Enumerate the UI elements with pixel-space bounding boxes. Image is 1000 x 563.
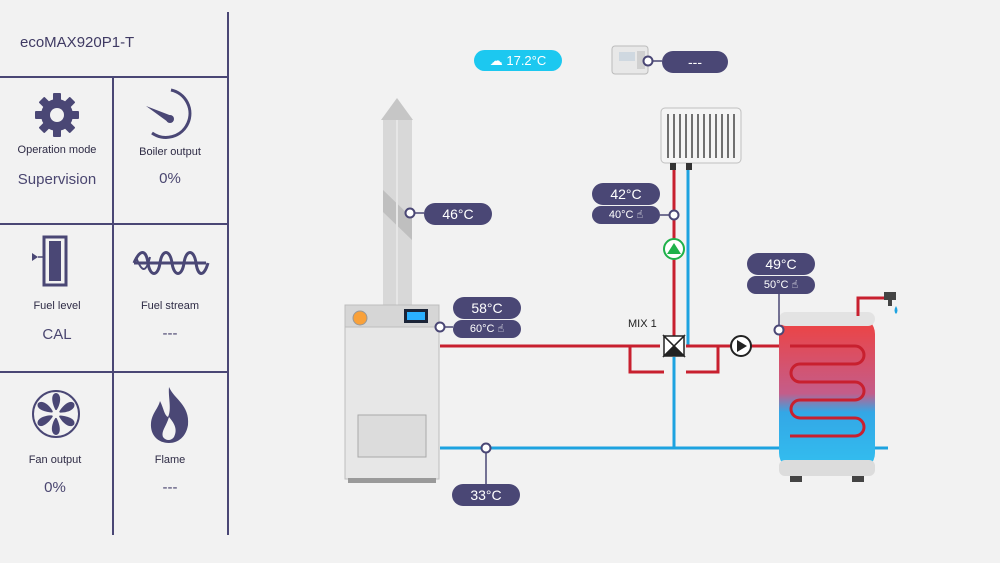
tile-operation-mode[interactable]: Operation mode Supervision bbox=[0, 78, 112, 223]
mixer-label: MIX 1 bbox=[628, 318, 657, 330]
app-title: ecoMAX920P1-T bbox=[20, 34, 135, 51]
mixer-temp: 42°C bbox=[592, 183, 660, 205]
tile-flame[interactable]: Flame --- bbox=[114, 373, 227, 535]
dhw-pump-icon bbox=[730, 335, 752, 357]
mixer-setpoint-pill[interactable]: 40°C ☝ bbox=[592, 206, 660, 224]
boiler-temp: 58°C bbox=[453, 297, 521, 319]
flame-label: Flame bbox=[154, 454, 186, 466]
operation-mode-value: Supervision bbox=[17, 171, 97, 188]
hot-water-tank bbox=[779, 292, 898, 482]
gear-icon bbox=[35, 93, 79, 137]
flame-value: --- bbox=[162, 479, 178, 496]
feeder-screw-icon bbox=[132, 251, 210, 275]
room-thermostat-value: --- bbox=[662, 51, 728, 73]
heating-pump-icon bbox=[663, 238, 685, 260]
boiler-setpoint-pill[interactable]: 60°C ☝ bbox=[453, 320, 521, 338]
tile-fan-output[interactable]: Fan output 0% bbox=[0, 373, 112, 535]
tile-boiler-output[interactable]: Boiler output 0% bbox=[114, 78, 227, 223]
fuel-stream-value: --- bbox=[162, 325, 178, 342]
outdoor-temp-badge: ☁ 17.2°C bbox=[474, 50, 562, 71]
tile-fuel-stream[interactable]: Fuel stream --- bbox=[114, 225, 227, 371]
fan-icon bbox=[32, 390, 80, 438]
gauge-icon bbox=[146, 88, 192, 139]
hand-icon: ☝ bbox=[497, 323, 505, 335]
boiler-setpoint: 60°C bbox=[469, 323, 495, 335]
dhw-temp: 49°C bbox=[747, 253, 815, 275]
hand-icon: ☝ bbox=[791, 279, 799, 291]
radiator bbox=[660, 107, 742, 170]
dhw-setpoint-pill[interactable]: 50°C ☝ bbox=[747, 276, 815, 294]
fuel-level-value: CAL bbox=[42, 326, 72, 343]
fuel-level-label: Fuel level bbox=[33, 300, 81, 312]
operation-mode-label: Operation mode bbox=[17, 144, 97, 156]
fan-output-label: Fan output bbox=[28, 454, 82, 466]
hand-icon: ☝ bbox=[636, 209, 644, 221]
fuel-stream-label: Fuel stream bbox=[140, 300, 200, 312]
boiler-output-value: 0% bbox=[159, 170, 181, 187]
dhw-setpoint: 50°C bbox=[763, 279, 789, 291]
fuel-tank-icon bbox=[32, 235, 68, 287]
cloud-icon: ☁ bbox=[489, 53, 503, 68]
chimney bbox=[381, 98, 413, 305]
flue-temp: 46°C bbox=[424, 203, 492, 225]
boiler bbox=[344, 304, 440, 483]
flame-icon bbox=[150, 387, 189, 443]
return-temp: 33°C bbox=[452, 484, 520, 506]
room-thermostat-icon bbox=[611, 45, 649, 75]
mixing-valve-icon bbox=[662, 334, 686, 358]
mixer-setpoint: 40°C bbox=[608, 209, 634, 221]
fan-output-value: 0% bbox=[44, 479, 66, 496]
tile-fuel-level[interactable]: Fuel level CAL bbox=[0, 225, 112, 371]
boiler-output-label: Boiler output bbox=[139, 146, 201, 158]
outdoor-temp: 17.2°C bbox=[506, 53, 547, 68]
